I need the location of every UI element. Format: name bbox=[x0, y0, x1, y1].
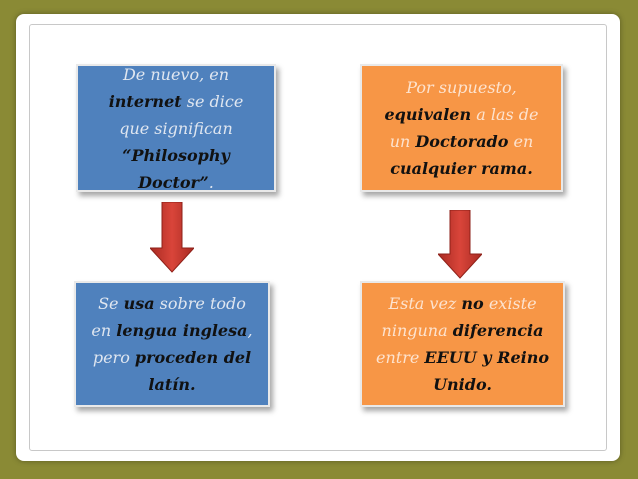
bl-line1-rest: sobre todo bbox=[154, 294, 246, 313]
bl-line3-pre: pero bbox=[92, 348, 135, 367]
box-top-right: Por supuesto, equivalen a las de un Doct… bbox=[360, 64, 563, 192]
slide-inner-border bbox=[29, 24, 607, 451]
br-line3-bold: EEUU y Reino bbox=[424, 348, 549, 367]
bl-line2-bold: lengua inglesa bbox=[116, 321, 248, 340]
tl-line2-rest: se dice bbox=[181, 91, 244, 111]
tr-line2-bold: equivalen bbox=[384, 105, 472, 124]
box-bottom-right: Esta vez no existe ninguna diferencia en… bbox=[360, 281, 565, 407]
arrow-left-icon bbox=[150, 202, 194, 273]
br-line4-bold: Unido. bbox=[433, 375, 492, 394]
bl-line1-pre: Se bbox=[98, 294, 124, 313]
bl-line4-bold: latín. bbox=[148, 375, 196, 394]
tr-line4-bold: cualquier rama. bbox=[390, 159, 533, 178]
tl-line4-bold: “Philosophy Doctor” bbox=[122, 145, 230, 192]
arrow-right-icon bbox=[438, 210, 482, 279]
tr-line3-rest: en bbox=[508, 132, 534, 151]
tl-line3: que significan bbox=[119, 118, 233, 138]
br-line1-pre: Esta vez bbox=[388, 294, 462, 313]
bl-line3-bold: proceden del bbox=[134, 348, 252, 367]
br-line2-pre: ninguna bbox=[381, 321, 453, 340]
tr-line1: Por supuesto, bbox=[406, 78, 517, 97]
br-line2-bold: diferencia bbox=[452, 321, 544, 340]
br-line3-pre: entre bbox=[376, 348, 425, 367]
tr-line3-pre: un bbox=[389, 132, 416, 151]
tl-line1: De nuevo, en bbox=[122, 64, 230, 84]
tl-line4-rest: . bbox=[208, 172, 214, 192]
br-line1-bold: no bbox=[461, 294, 484, 313]
tl-line2-bold: internet bbox=[108, 91, 182, 111]
bl-line1-bold: usa bbox=[123, 294, 155, 313]
box-bottom-left: Se usa sobre todo en lengua inglesa, per… bbox=[74, 281, 270, 407]
tr-line2-rest: a las de bbox=[471, 105, 539, 124]
br-line1-rest: existe bbox=[483, 294, 537, 313]
box-top-left: De nuevo, en internet se dice que signif… bbox=[76, 64, 276, 192]
tr-line3-bold: Doctorado bbox=[415, 132, 509, 151]
bl-line2-pre: en bbox=[91, 321, 117, 340]
bl-line2-rest: , bbox=[247, 321, 253, 340]
